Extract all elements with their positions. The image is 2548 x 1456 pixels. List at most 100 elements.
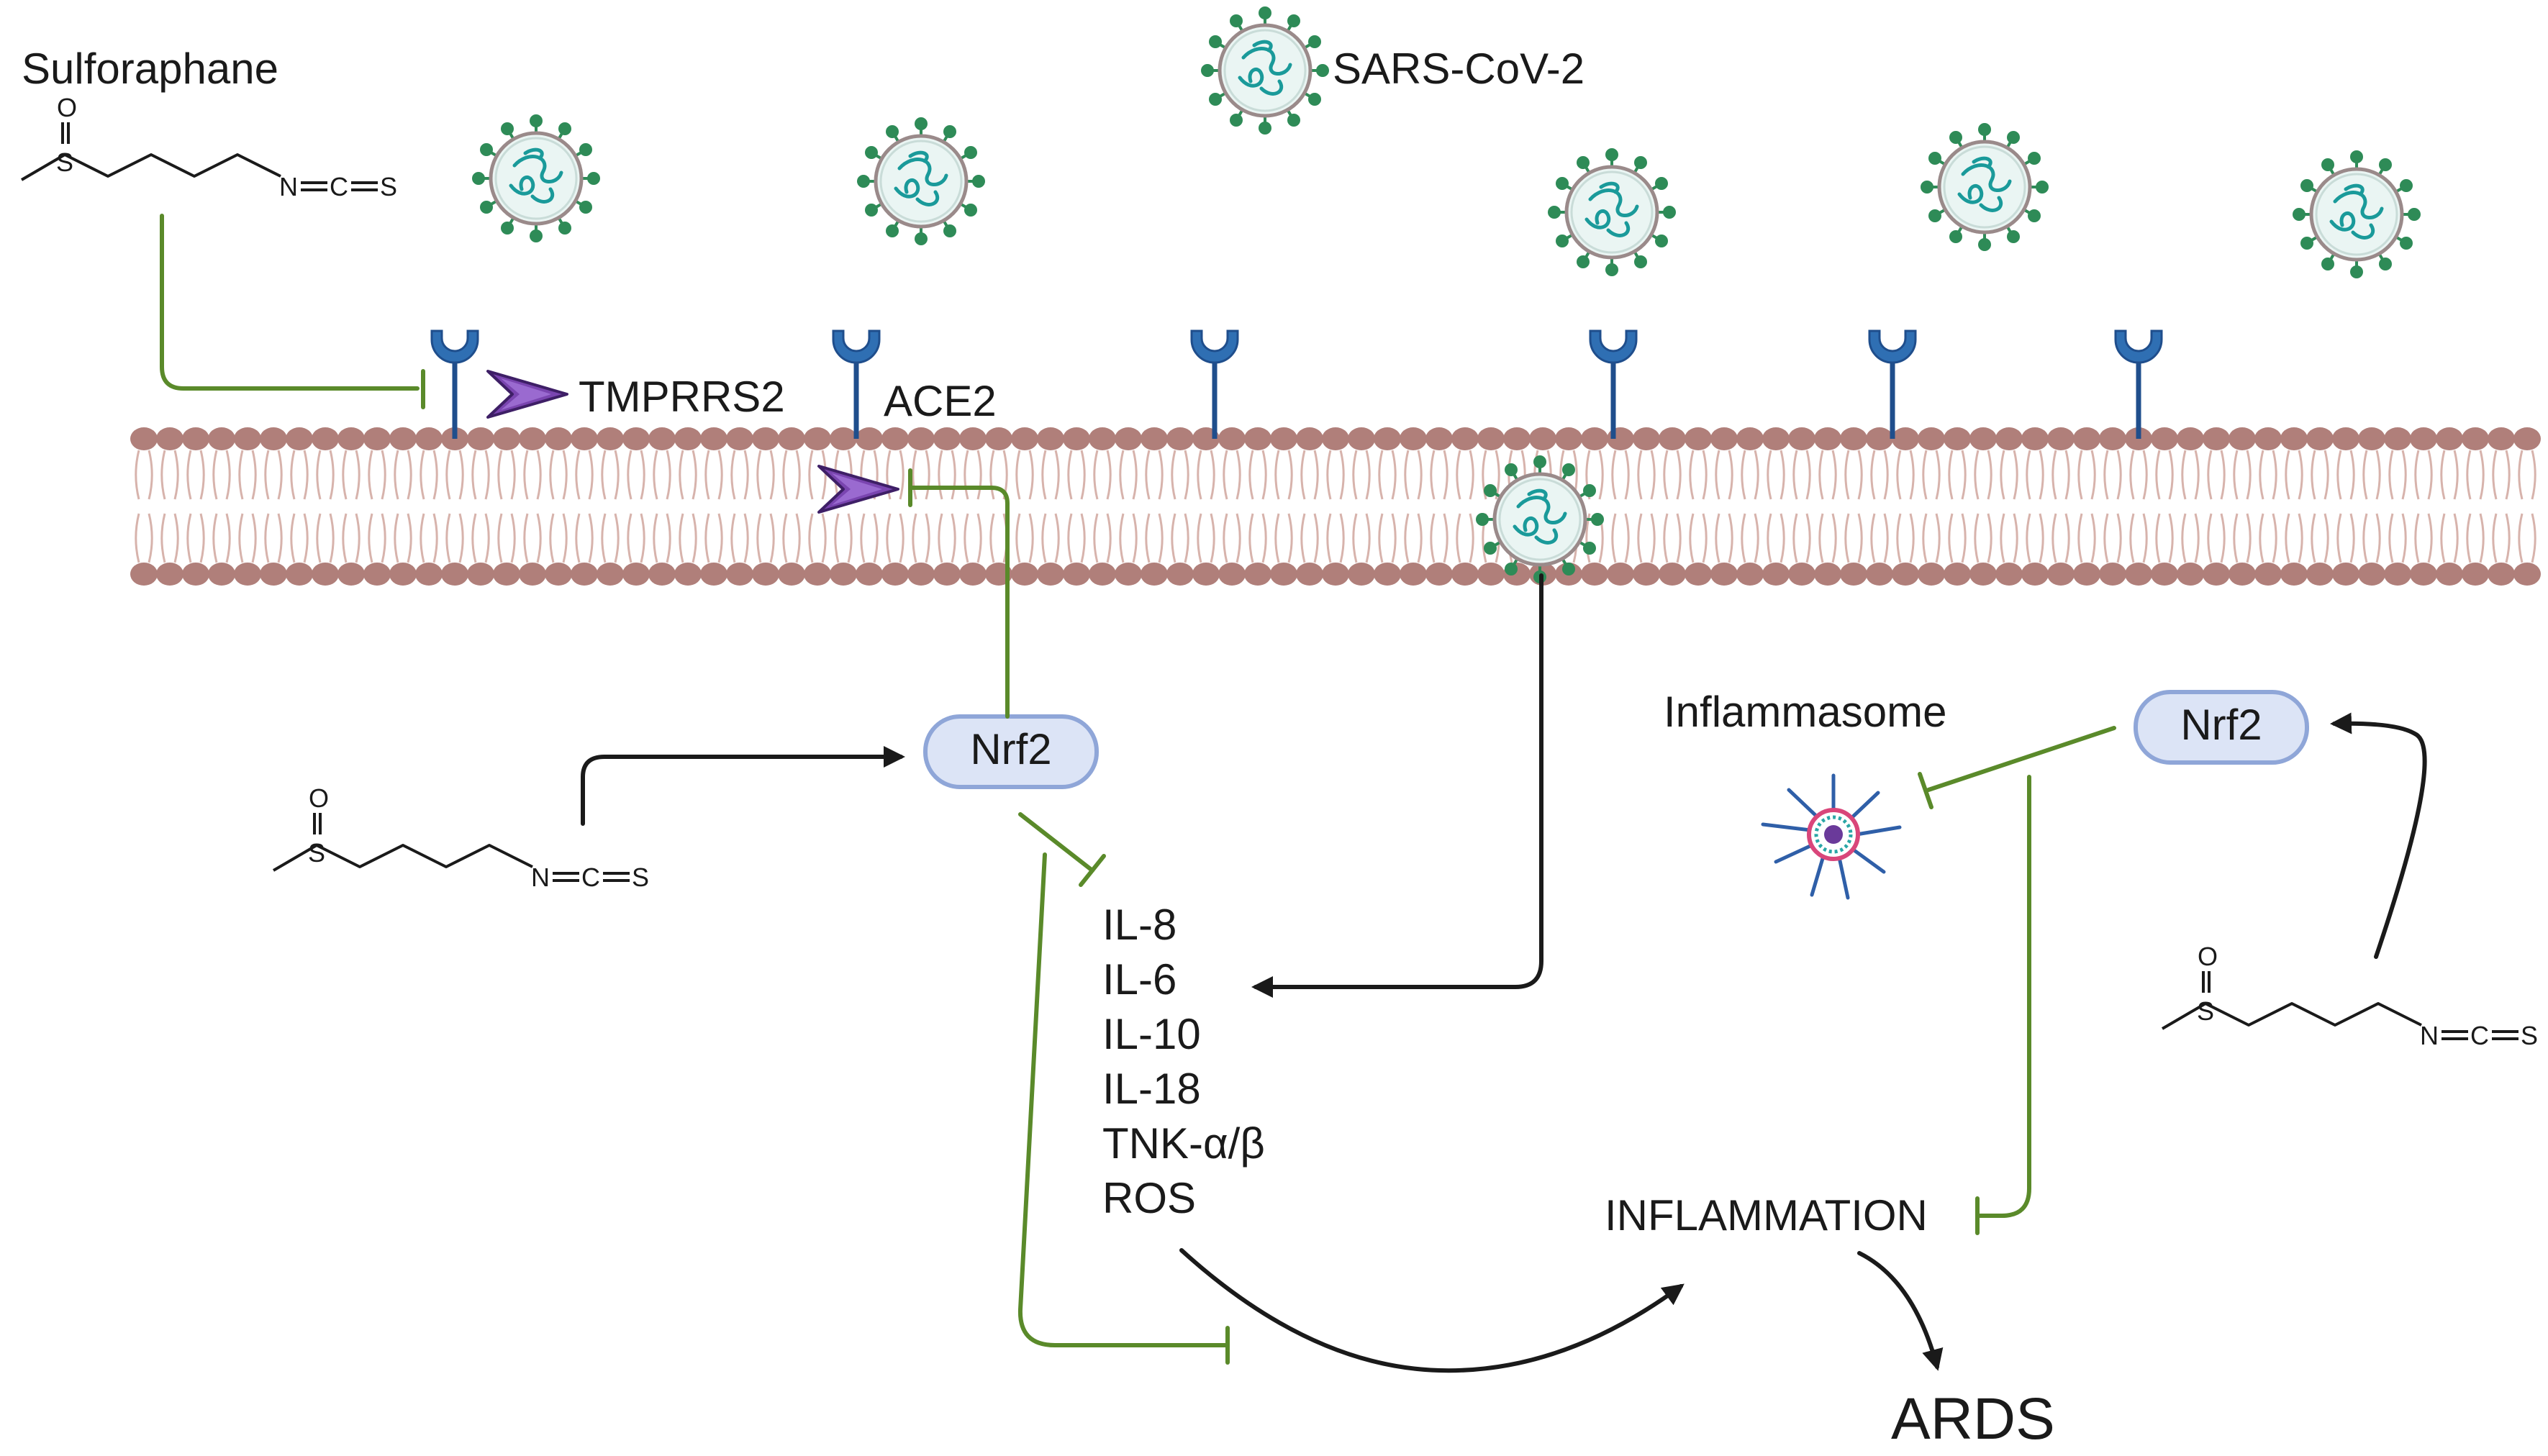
lipid-head: [519, 427, 546, 450]
lipid-tail: [769, 513, 775, 563]
lipid-head: [2021, 563, 2049, 586]
lipid-head: [1141, 563, 1168, 586]
lipid-tail: [1119, 450, 1125, 500]
lipid-tail: [1922, 450, 1928, 500]
lipid-tail: [1818, 450, 1824, 500]
lipid-tail: [2090, 513, 2096, 563]
lipid-head: [959, 427, 987, 450]
lipid-tail: [1443, 450, 1448, 500]
lipid-tail: [2323, 450, 2329, 500]
lipid-tail: [2064, 450, 2070, 500]
lipid-tail: [1741, 513, 1746, 563]
lipid-tail: [2349, 513, 2355, 563]
lipid-head: [1037, 563, 1064, 586]
lipid-tail: [2051, 450, 2057, 500]
lipid-tail: [627, 513, 633, 563]
lipid-tail: [342, 513, 348, 563]
lipid-head: [726, 427, 753, 450]
lipid-tail: [1870, 513, 1876, 563]
lipid-tail: [1909, 450, 1915, 500]
nrf2-right-label: Nrf2: [2180, 701, 2262, 749]
lipid-head: [2462, 563, 2489, 586]
lipid-tail: [160, 513, 166, 563]
lipid-tail: [717, 450, 723, 500]
lipid-tail: [2039, 513, 2044, 563]
lipid-tail: [1326, 513, 1332, 563]
lipid-tail: [692, 450, 697, 500]
lipid-tail: [2531, 513, 2536, 563]
lipid-head: [1270, 427, 1297, 450]
lipid-tail: [1287, 450, 1293, 500]
lipid-head: [959, 563, 987, 586]
lipid-tail: [2479, 513, 2485, 563]
lipid-tail: [2505, 450, 2511, 500]
lipid-tail: [2013, 450, 2018, 500]
lipid-tail: [2531, 450, 2536, 500]
lipid-head: [1969, 563, 1997, 586]
lipid-head: [1037, 427, 1064, 450]
lipid-head: [2384, 427, 2411, 450]
lipid-tail: [1728, 450, 1733, 500]
lipid-tail: [2207, 513, 2213, 563]
lipid-tail: [2116, 450, 2122, 500]
nrf2-inhibits-inflammasome-line: [1926, 726, 2116, 792]
lipid-tail: [1028, 513, 1034, 563]
lipid-tail: [238, 513, 244, 563]
lipid-head: [1944, 563, 1971, 586]
lipid-tail: [290, 450, 296, 500]
lipid-tail: [899, 513, 905, 563]
sars-cov-2-viruses: [473, 8, 2419, 582]
lipid-head: [1503, 427, 1531, 450]
lipid-head: [286, 563, 313, 586]
lipid-tail: [549, 450, 555, 500]
lipid-tail: [2505, 513, 2511, 563]
lipid-tail: [277, 450, 283, 500]
lipid-tail: [355, 450, 361, 500]
lipid-head: [622, 427, 650, 450]
lipid-tail: [951, 513, 956, 563]
lipid-tail: [199, 513, 205, 563]
lipid-tail: [1274, 450, 1280, 500]
lipid-tail: [2246, 450, 2252, 500]
lipid-tail: [1093, 450, 1099, 500]
lipid-head: [2488, 563, 2515, 586]
lipid-tail: [588, 450, 594, 500]
lipid-head: [1892, 427, 1919, 450]
lipid-tail: [1715, 450, 1720, 500]
lipid-tail: [860, 513, 866, 563]
lipid-tail: [653, 513, 658, 563]
lipid-head: [467, 427, 494, 450]
lipid-head: [726, 563, 753, 586]
lipid-tail: [925, 513, 930, 563]
lipid-tail: [1896, 450, 1902, 500]
lipid-tail: [821, 513, 827, 563]
lipid-tail: [2518, 513, 2524, 563]
lipid-tail: [2518, 450, 2524, 500]
lipid-head: [389, 427, 417, 450]
lipid-tail: [2220, 450, 2226, 500]
lipid-tail: [471, 513, 477, 563]
lipid-tail: [1896, 513, 1902, 563]
lipid-tail: [1456, 513, 1461, 563]
sars-cov-2-legend-icon: [1202, 8, 1328, 133]
lipid-tail: [2362, 450, 2368, 500]
lipid-tail: [2323, 513, 2329, 563]
lipid-head: [2151, 563, 2178, 586]
lipid-tail: [575, 450, 581, 500]
lipid-tail: [2453, 450, 2459, 500]
lipid-head: [2021, 427, 2049, 450]
lipid-tail: [588, 513, 594, 563]
lipid-tail: [1987, 450, 1992, 500]
lipid-tail: [2285, 450, 2290, 500]
lipid-head: [2462, 427, 2489, 450]
lipid-tail: [2077, 450, 2083, 500]
lipid-tail: [1223, 513, 1228, 563]
lipid-tail: [303, 450, 309, 500]
lipid-tail: [1080, 450, 1086, 500]
lipid-head: [622, 563, 650, 586]
lipid-tail: [2077, 513, 2083, 563]
lipid-tail: [899, 450, 905, 500]
lipid-head: [2254, 563, 2282, 586]
lipid-head: [2047, 427, 2075, 450]
lipid-head: [130, 563, 158, 586]
